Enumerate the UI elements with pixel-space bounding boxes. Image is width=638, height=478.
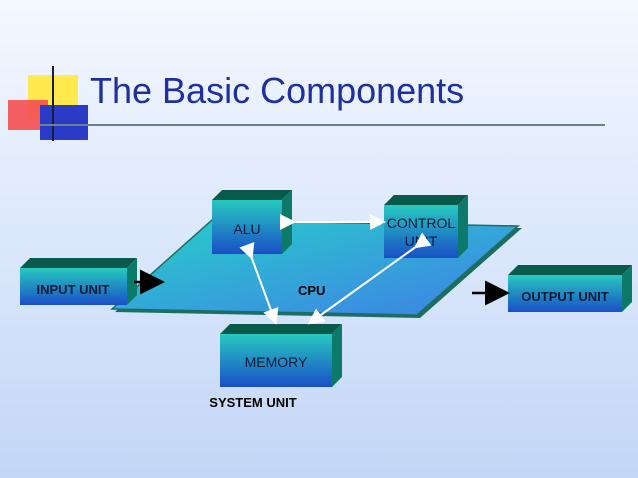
output-unit-box <box>508 265 632 312</box>
memory-label: MEMORY <box>245 354 308 370</box>
cpu-label: CPU <box>298 283 325 298</box>
control-unit-label-line1: CONTROL <box>387 215 456 231</box>
memory-box <box>220 324 342 387</box>
alu-memory-arrow <box>239 241 279 325</box>
control-unit-label-line2: UNIT <box>405 233 438 249</box>
title-underline <box>40 124 605 126</box>
logo-blue-square <box>40 105 88 140</box>
input-unit-box <box>20 258 137 305</box>
logo-vertical-line <box>52 66 54 141</box>
output-unit-label: OUTPUT UNIT <box>521 289 608 304</box>
system-unit-label: SYSTEM UNIT <box>209 395 296 410</box>
alu-label: ALU <box>233 221 260 237</box>
control-memory-arrow <box>307 232 432 325</box>
slide-title: The Basic Components <box>90 70 465 111</box>
input-unit-label: INPUT UNIT <box>37 282 110 297</box>
